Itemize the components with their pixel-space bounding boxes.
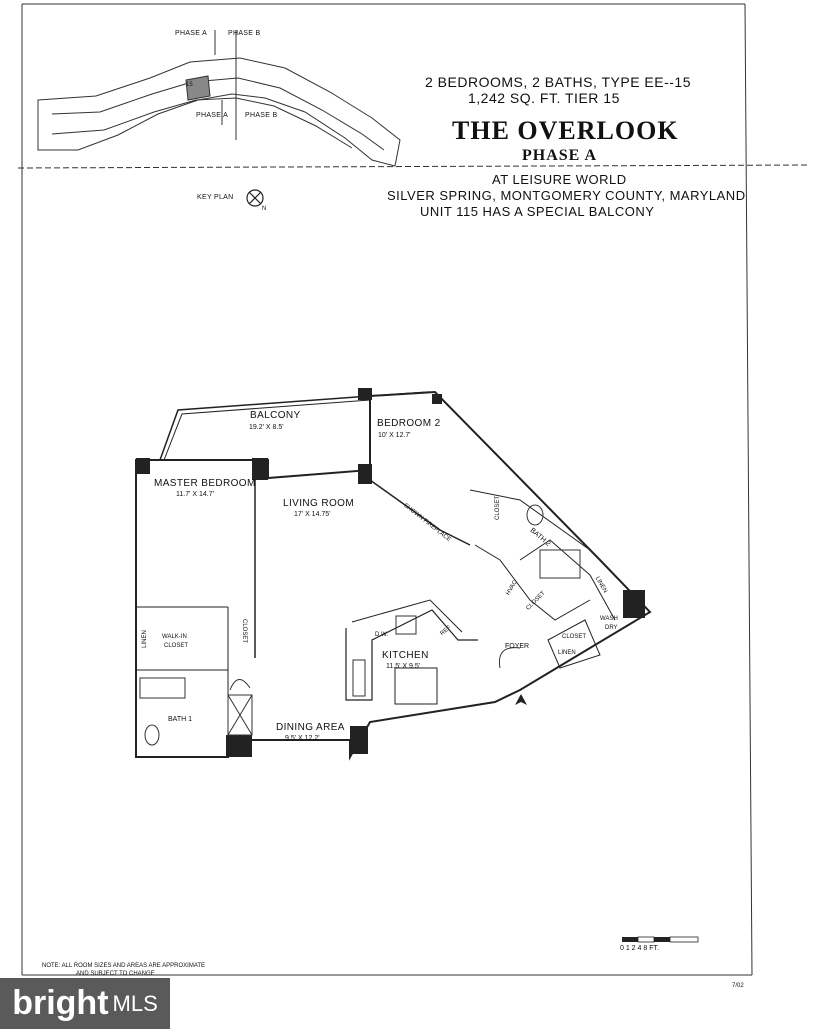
key-plan-diagram — [37, 30, 401, 167]
floor-plan — [135, 390, 652, 761]
keyplan-phase-a-bottom: PHASE A — [196, 112, 229, 119]
master-closet-label: CLOSET — [241, 618, 248, 644]
keyplan-label: KEY PLAN — [197, 194, 234, 201]
area-tier-line: 1,242 SQ. FT. TIER 15 — [468, 90, 620, 106]
bedroom2-closet-label: CLOSET — [495, 495, 502, 521]
unit-type-line: 2 BEDROOMS, 2 BATHS, TYPE EE--15 — [425, 74, 691, 90]
scale-bar — [622, 936, 699, 943]
foyer-linen-label: LINEN — [558, 650, 576, 656]
balcony-label: BALCONY — [250, 410, 301, 421]
foyer-label: FOYER — [505, 643, 530, 650]
dishwasher-label: D.W. — [375, 632, 388, 638]
dryer-label: DRY — [605, 625, 618, 631]
master-bedroom-dim: 11.7' X 14.7' — [176, 491, 214, 498]
note-line-1: NOTE: ALL ROOM SIZES AND AREAS ARE APPRO… — [42, 963, 206, 969]
revision-date: 7/02 — [732, 983, 744, 989]
watermark-mls: MLS — [112, 990, 158, 1016]
keyplan-phase-b-top: PHASE B — [228, 30, 261, 37]
note-line-2: AND SUBJECT TO CHANGE — [76, 971, 155, 977]
kitchen-label: KITCHEN — [382, 650, 429, 661]
fixtures — [139, 504, 581, 746]
keyplan-phase-a-top: PHASE A — [175, 30, 208, 37]
entry-arrow-icon — [515, 694, 527, 705]
master-bedroom-label: MASTER BEDROOM — [154, 478, 256, 489]
location-line-3: UNIT 115 HAS A SPECIAL BALCONY — [420, 204, 655, 219]
bedroom2-dim: 10' X 12.7' — [378, 432, 411, 439]
north-arrow — [246, 189, 264, 207]
phase-label: PHASE A — [522, 147, 598, 164]
living-room-label: LIVING ROOM — [283, 498, 355, 509]
bedroom2-label: BEDROOM 2 — [377, 418, 441, 429]
north-label: N — [262, 206, 267, 212]
bath1-label: BATH 1 — [168, 716, 192, 723]
walk-in-closet-label: CLOSET — [164, 643, 189, 649]
walk-in-label: WALK-IN — [162, 634, 187, 640]
location-line-2: SILVER SPRING, MONTGOMERY COUNTY, MARYLA… — [387, 188, 746, 203]
location-line-1: AT LEISURE WORLD — [492, 172, 627, 187]
dining-area-label: DINING AREA — [276, 722, 345, 733]
kitchen-dim: 11.5' X 9.5' — [386, 663, 421, 670]
scale-ticks: 0 1 2 4 8 FT. — [620, 945, 659, 952]
washer-label: WASH — [600, 616, 618, 622]
page-title: THE OVERLOOK — [452, 116, 679, 145]
keyplan-phase-b-bottom: PHASE B — [245, 112, 278, 119]
foyer-closet-label: CLOSET — [562, 634, 587, 640]
keyplan-unit-number: 15 — [186, 82, 193, 88]
dining-area-dim: 9.5' X 12.2' — [285, 735, 320, 742]
watermark-bright: bright — [12, 984, 109, 1022]
structural-columns — [136, 388, 645, 757]
master-linen-label: LINEN — [141, 630, 148, 648]
brightmls-watermark: bright MLS — [0, 978, 170, 1029]
living-room-dim: 17' X 14.75' — [294, 511, 331, 518]
page-frame — [17, 3, 811, 976]
balcony-dim: 19.2' X 8.5' — [249, 424, 284, 431]
